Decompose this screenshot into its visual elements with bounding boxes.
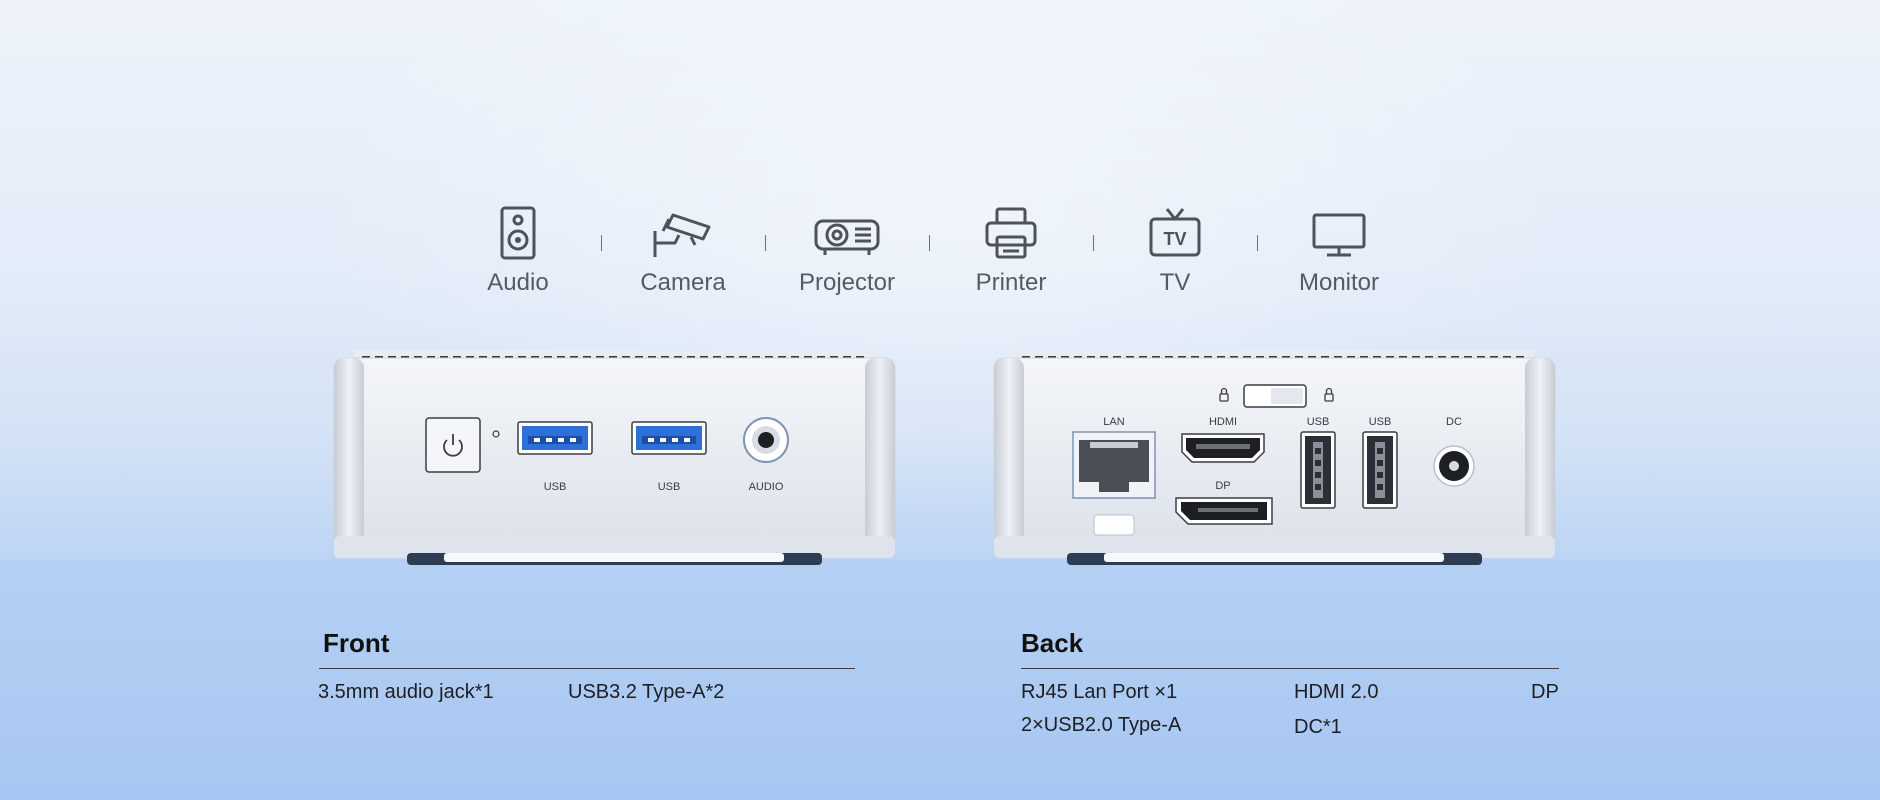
back-spec-title: Back (1021, 628, 1084, 658)
power-button[interactable] (425, 417, 481, 473)
lan-port (1072, 431, 1156, 536)
hdmi-port-label: HDMI (1209, 416, 1237, 428)
back-spec-item: DP (1531, 681, 1559, 703)
device-tv: TV TV (1110, 205, 1240, 297)
usb-port-label: USB (658, 481, 681, 493)
mini-pc-front-view: USB USB AUDIO (332, 350, 897, 575)
dc-port-label: DC (1446, 416, 1462, 428)
monitor-icon (1312, 213, 1366, 257)
usb2-port-2 (1362, 431, 1398, 509)
projector-icon (814, 219, 880, 255)
usb3-port-2 (631, 421, 707, 455)
device-label: Monitor (1298, 269, 1380, 296)
divider (765, 235, 766, 251)
device-printer: Printer (946, 205, 1076, 297)
tv-icon: TV (1149, 208, 1201, 257)
divider (1093, 235, 1094, 251)
back-spec-item: HDMI 2.0 (1294, 681, 1379, 703)
usb-port-label: USB (1369, 416, 1392, 428)
front-spec-item: 3.5mm audio jack*1 (318, 681, 494, 703)
usb-port-label: USB (544, 481, 567, 493)
speaker-icon (500, 206, 536, 260)
mini-pc-back-view: LAN HDMI DP USB USB (992, 350, 1557, 575)
audio-port-label: AUDIO (749, 481, 784, 493)
usb2-port-1 (1300, 431, 1336, 509)
dp-port-label: DP (1215, 480, 1230, 492)
usb3-port-1 (517, 421, 593, 455)
lan-port-label: LAN (1103, 416, 1124, 428)
audio-jack (743, 417, 789, 463)
back-spec-item: DC*1 (1294, 716, 1342, 738)
security-camera-icon (653, 213, 711, 257)
divider (601, 235, 602, 251)
device-label: TV (1159, 269, 1191, 296)
back-divider (1021, 668, 1559, 669)
lock-switch[interactable] (1243, 384, 1307, 408)
device-audio: Audio (453, 205, 583, 297)
hdmi-port (1181, 433, 1265, 463)
device-label: Camera (640, 269, 726, 296)
back-spec-item: RJ45 Lan Port ×1 (1021, 681, 1178, 703)
printer-icon (985, 207, 1037, 259)
device-label: Audio (487, 269, 549, 296)
floor-background (0, 560, 1880, 800)
device-label: Projector (798, 269, 896, 296)
back-spec-item: 2×USB2.0 Type-A (1021, 714, 1182, 736)
device-camera: Camera (618, 205, 748, 297)
divider (929, 235, 930, 251)
front-divider (319, 668, 855, 669)
device-monitor: Monitor (1274, 205, 1404, 297)
lock-icon (1219, 387, 1229, 402)
divider (1257, 235, 1258, 251)
dc-power-jack (1433, 445, 1475, 487)
displayport (1175, 497, 1273, 525)
compatible-devices-row: Audio Camera (470, 205, 1410, 315)
power-led (492, 430, 500, 438)
front-spec-item: USB3.2 Type-A*2 (568, 681, 725, 703)
device-projector: Projector (782, 205, 912, 297)
front-spec-title: Front (323, 628, 390, 658)
usb-port-label: USB (1307, 416, 1330, 428)
device-label: Printer (975, 269, 1047, 296)
tv-glyph: TV (1163, 229, 1186, 249)
unlock-icon (1324, 387, 1334, 402)
